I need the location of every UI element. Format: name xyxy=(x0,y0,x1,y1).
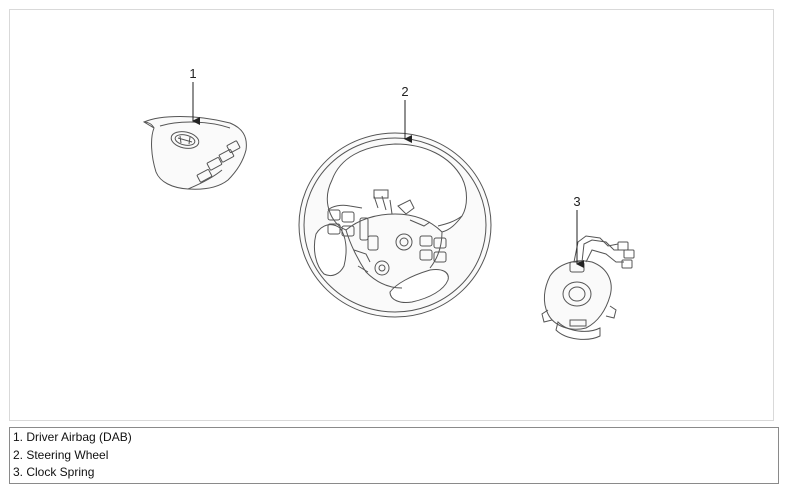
callout-number-1: 1 xyxy=(189,66,196,81)
driver-airbag-illustration xyxy=(142,116,247,190)
callout-1: 1 xyxy=(189,66,200,125)
legend-item-clock-spring: 3. Clock Spring xyxy=(13,465,95,479)
parts-diagram: 1 2 3 xyxy=(142,66,635,340)
callout-2: 2 xyxy=(401,84,412,143)
legend-item-steering-wheel: 2. Steering Wheel xyxy=(13,447,109,462)
callout-number-3: 3 xyxy=(573,194,580,209)
clock-spring-illustration xyxy=(541,235,635,340)
callout-3: 3 xyxy=(573,194,584,268)
legend-item-driver-airbag: 1. Driver Airbag (DAB) xyxy=(13,430,132,444)
parts-legend: 1. Driver Airbag (DAB) 2. Steering Wheel… xyxy=(9,427,779,484)
steering-wheel-illustration xyxy=(298,132,492,318)
diagram-frame: 1 2 3 xyxy=(9,9,774,421)
callout-number-2: 2 xyxy=(401,84,408,99)
